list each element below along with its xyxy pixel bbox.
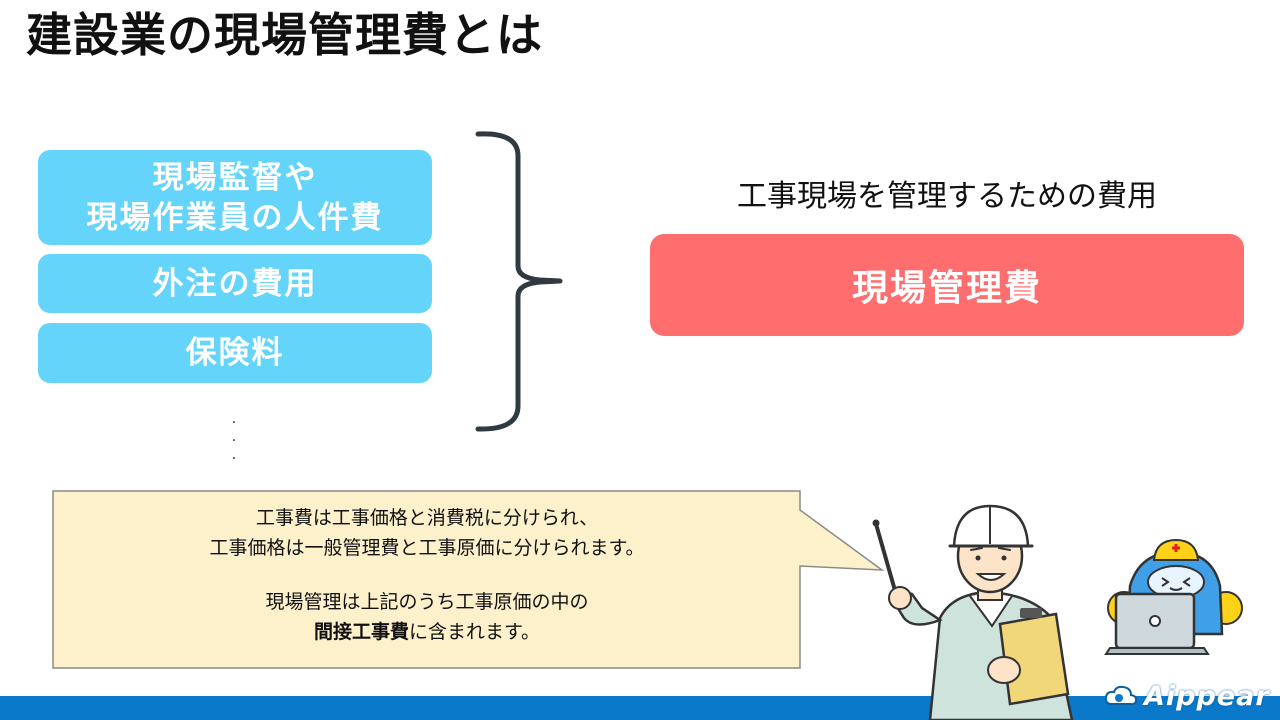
aippear-logo: Aippear (1104, 678, 1274, 714)
result-label: 現場管理費 (851, 268, 1042, 309)
robot-mascot-illustration (1104, 538, 1243, 655)
grouping-brace-icon (475, 131, 563, 432)
slide-title: 建設業の現場管理費とは (26, 8, 543, 62)
cost-item-personnel: 現場監督や 現場作業員の人件費 (38, 150, 432, 245)
cost-item-line: 現場監督や (152, 159, 318, 196)
note-line: 間接工事費に含まれます。 (54, 617, 800, 647)
cost-item-line: 現場作業員の人件費 (86, 199, 384, 236)
cost-item-line: 外注の費用 (152, 265, 318, 302)
note-line-rest: に含まれます。 (408, 621, 541, 643)
result-caption: 工事現場を管理するための費用 (737, 179, 1157, 214)
cost-item-line: 保険料 (185, 335, 285, 371)
continuation-dots: . . . (228, 410, 240, 464)
note-text: 工事費は工事価格と消費税に分けられ、 工事価格は一般管理費と工事原価に分けられま… (54, 503, 800, 647)
construction-worker-illustration (872, 504, 1074, 720)
speech-bubble (52, 490, 885, 669)
result-box: 現場管理費 (650, 234, 1244, 336)
note-line: 工事価格は一般管理費と工事原価に分けられます。 (209, 537, 645, 559)
cloud-logo-icon (1104, 685, 1138, 706)
cost-item-insurance: 保険料 (38, 323, 432, 383)
dot: . (231, 447, 237, 463)
cost-item-outsourcing: 外注の費用 (38, 254, 432, 313)
note-emphasis: 間接工事費 (313, 621, 409, 643)
logo-text: Aippear (1144, 680, 1270, 712)
dot: . (231, 429, 237, 445)
dot: . (231, 411, 237, 427)
note-line: 工事費は工事価格と消費税に分けられ、 (255, 507, 599, 529)
note-line: 現場管理は上記のうち工事原価の中の (265, 591, 589, 613)
